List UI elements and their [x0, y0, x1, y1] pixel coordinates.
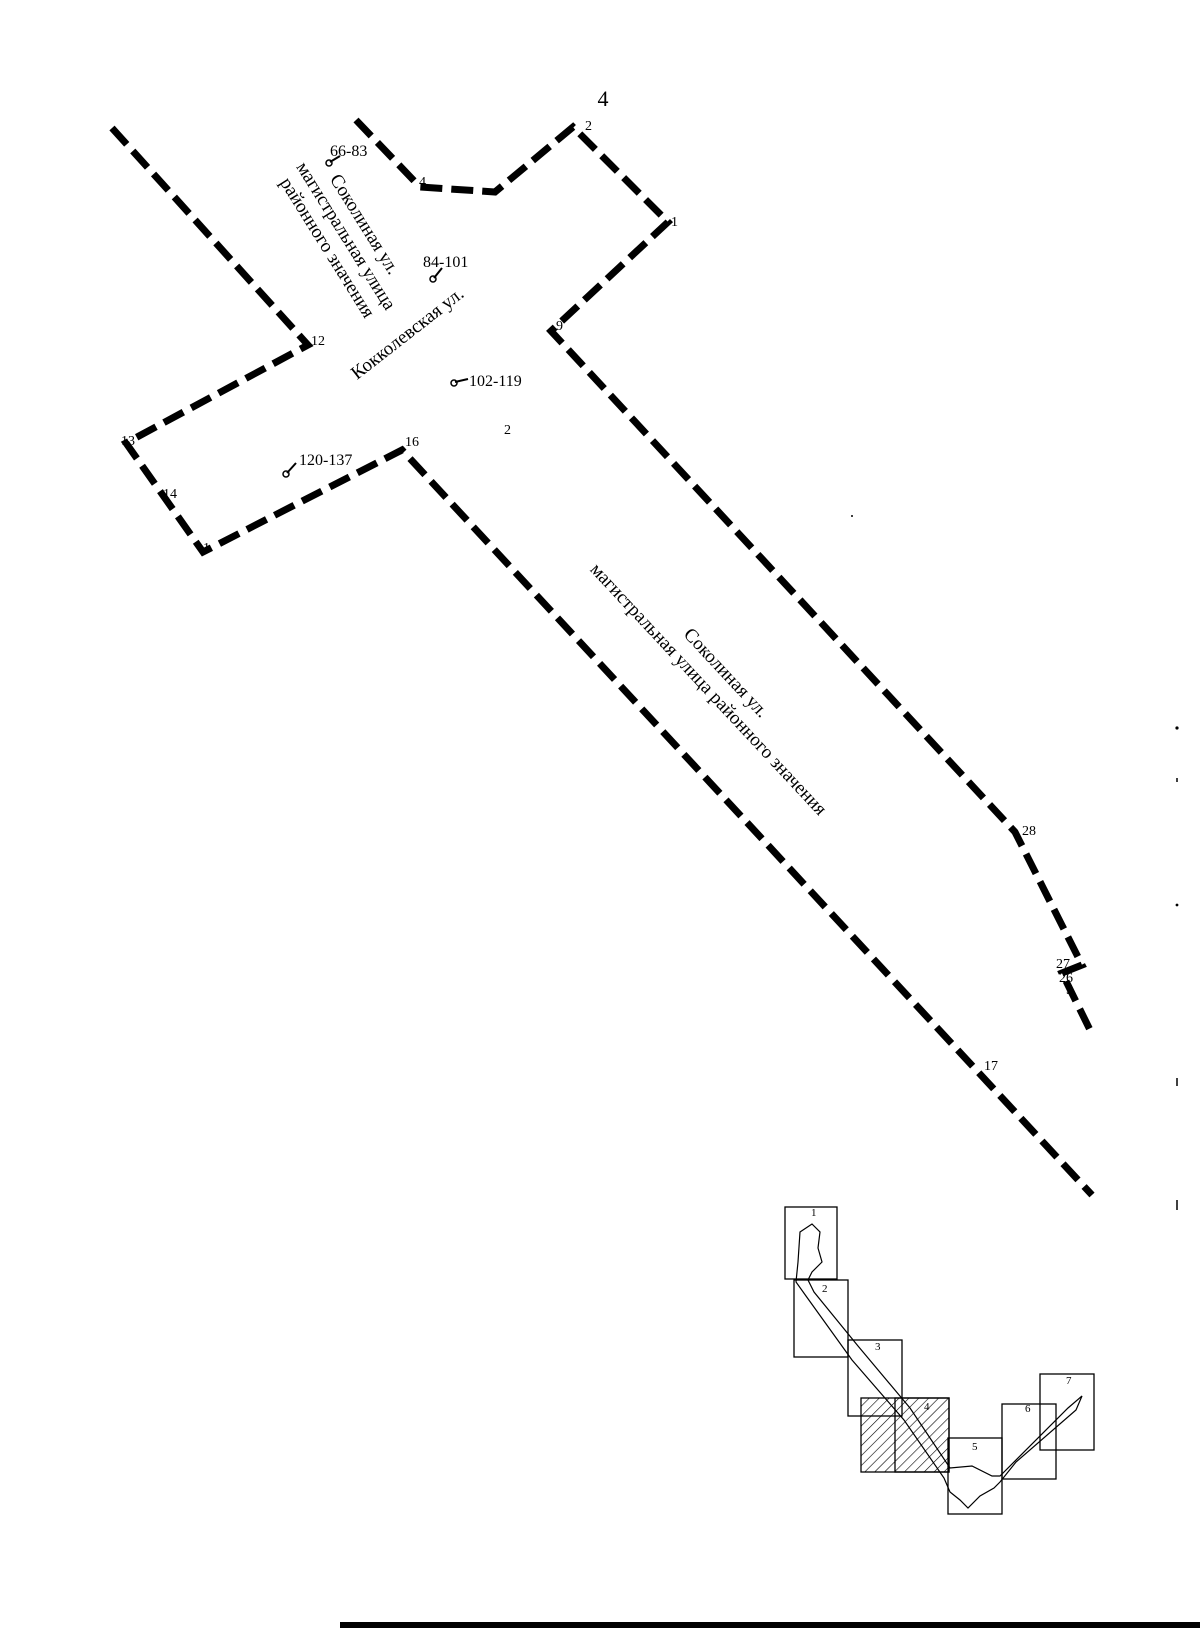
- sheet-number: 4: [598, 86, 609, 111]
- point-label-15: 1: [203, 541, 210, 556]
- point-label-14: 14: [163, 487, 177, 502]
- sheet-index-map: 1 2 3 4 5 6 7: [784, 1206, 1095, 1515]
- point-label-9: 9: [556, 319, 563, 334]
- parcel-markers: 66-83 84-101 102-119 120-137 2: [282, 143, 522, 478]
- point-label-28: 28: [1022, 824, 1036, 839]
- index-sheet-4: [894, 1397, 950, 1473]
- index-label-3: 3: [875, 1341, 881, 1353]
- parcel-label-102-119: 102-119: [469, 373, 522, 390]
- parcel-marker-66-83: 66-83: [325, 143, 367, 167]
- parcel-label-120-137: 120-137: [299, 452, 352, 469]
- point-label-2: 2: [585, 119, 592, 134]
- point-label-16: 16: [405, 435, 419, 450]
- parcel-marker-84-101: 84-101: [423, 254, 468, 283]
- index-label-2: 2: [822, 1283, 828, 1295]
- zone-label: 2: [504, 423, 511, 438]
- point-label-4: 4: [419, 175, 426, 190]
- street-label-sokolinaya-main: Соколиная ул. магистральная улица районн…: [586, 559, 831, 820]
- index-sheet-6: [1001, 1403, 1057, 1480]
- point-label-12: 12: [311, 334, 325, 349]
- parcel-marker-120-137: 120-137: [282, 452, 352, 478]
- red-line-boundary: [109, 117, 1097, 1198]
- parcel-label-84-101: 84-101: [423, 254, 468, 271]
- boundary-west-upper: [109, 125, 1095, 1198]
- point-label-1: 1: [671, 215, 678, 230]
- parcel-marker-102-119: 102-119: [450, 373, 522, 390]
- point-label-17: 17: [984, 1059, 998, 1074]
- point-label-27: 27: [1056, 957, 1070, 972]
- point-label-26: 26: [1059, 971, 1073, 986]
- page-bottom-rule: [340, 1622, 1200, 1628]
- index-sheet-3: [847, 1339, 903, 1417]
- boundary-north: [353, 117, 1097, 1038]
- index-label-1: 1: [811, 1207, 817, 1219]
- point-label-25: 5: [1066, 983, 1073, 998]
- index-sheet-7: [1039, 1373, 1095, 1451]
- index-sheet-1: [784, 1206, 838, 1280]
- boundary-point-labels: 2 4 1 9 12 13 16 14 1 28 27 26 5 17: [121, 119, 1073, 1074]
- index-sheet-2: [793, 1279, 849, 1358]
- parcel-label-66-83: 66-83: [330, 143, 367, 160]
- index-label-6: 6: [1025, 1403, 1031, 1415]
- margin-marks: [851, 515, 1179, 1210]
- street-labels: Соколиная ул. магистральная улица районн…: [275, 158, 831, 820]
- index-label-7: 7: [1066, 1375, 1072, 1387]
- index-label-4: 4: [924, 1401, 930, 1413]
- index-label-5: 5: [972, 1441, 978, 1453]
- index-territory-outline: [795, 1223, 1083, 1509]
- point-label-13: 13: [121, 434, 135, 449]
- street-label-sokolinaya-top: Соколиная ул. магистральная улица районн…: [275, 158, 403, 322]
- index-sheet-4-highlight: [860, 1397, 950, 1473]
